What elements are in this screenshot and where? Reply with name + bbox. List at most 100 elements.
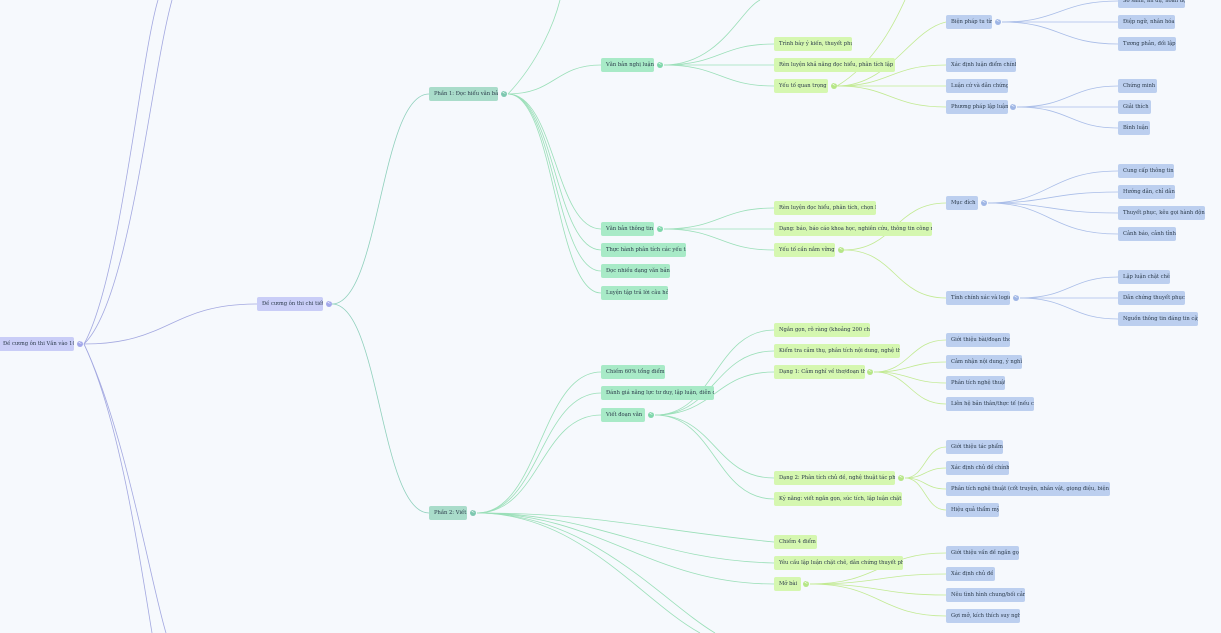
node-detail-outline[interactable]: Đề cương ôn thi chi tiết: [257, 297, 323, 311]
collapse-toggle-icon[interactable]: <: [657, 226, 663, 232]
node-nl-xac-dinh[interactable]: Xác định luận điểm chính: [946, 58, 1016, 72]
link: [476, 512, 775, 585]
node-bp-diep-ngu[interactable]: Điệp ngữ, nhân hóa: [1118, 15, 1175, 29]
node-nl-ren-luyen[interactable]: Rèn luyện khả năng đọc hiểu, phân tích l…: [774, 58, 895, 72]
collapse-toggle-icon[interactable]: <: [838, 247, 844, 253]
node-mb-xac-dinh[interactable]: Xác định chủ đề: [946, 567, 995, 581]
link: [873, 361, 947, 373]
node-md-thuyet-phuc[interactable]: Thuyết phục, kêu gọi hành động: [1118, 206, 1205, 220]
link: [654, 350, 775, 416]
link: [809, 573, 947, 585]
collapse-toggle-icon[interactable]: <: [1010, 104, 1016, 110]
node-vd-dang2[interactable]: Dạng 2: Phân tích chủ đề, nghệ thuật tác…: [774, 471, 895, 485]
collapse-toggle-icon[interactable]: <: [1013, 295, 1019, 301]
link: [331, 93, 430, 305]
node-tt-yeu-to[interactable]: Yếu tố cần nắm vững: [774, 243, 835, 257]
node-md-cung-cap[interactable]: Cung cấp thông tin: [1118, 164, 1174, 178]
node-p1-doc-nhieu[interactable]: Đọc nhiều dạng văn bản: [601, 264, 670, 278]
node-tt-tinh-chinh-xac[interactable]: Tính chính xác và logic: [946, 291, 1010, 305]
node-p1-thong-tin[interactable]: Văn bản thông tin: [601, 222, 654, 236]
collapse-toggle-icon[interactable]: <: [501, 91, 507, 97]
root-node[interactable]: Đề cương ôn thi Văn vào 10: [0, 337, 74, 351]
link: [1016, 85, 1119, 108]
node-nl-phuong-phap[interactable]: Phương pháp lập luận: [946, 100, 1008, 114]
node-p2-danh-gia[interactable]: Đánh giá năng lực tư duy, lập luận, diễn…: [601, 386, 714, 400]
node-part1[interactable]: Phần 1: Đọc hiểu văn bản: [429, 87, 498, 101]
node-nl-trinh-bay[interactable]: Trình bày ý kiến, thuyết phục: [774, 37, 852, 51]
node-bp-so-sanh[interactable]: So sánh, ẩn dụ, hoán dụ: [1118, 0, 1185, 8]
node-p1-nghi-luan[interactable]: Văn bản nghị luận: [601, 58, 654, 72]
collapse-toggle-icon[interactable]: <: [77, 341, 83, 347]
collapse-toggle-icon[interactable]: <: [803, 581, 809, 587]
link: [476, 414, 602, 514]
node-tt-ren-luyen[interactable]: Rèn luyện đọc hiểu, phân tích, chọn lọc: [774, 201, 876, 215]
link: [663, 228, 775, 251]
link: [507, 93, 602, 230]
node-md-huong-dan[interactable]: Hướng dẫn, chỉ dẫn: [1118, 185, 1175, 199]
link: [507, 0, 561, 95]
link: [83, 0, 159, 345]
node-tt-dang[interactable]: Dạng: báo, báo cáo khoa học, nghiên cứu,…: [774, 222, 932, 236]
node-vd-ky-nang[interactable]: Kỹ năng: viết ngắn gọn, súc tích, lập lu…: [774, 492, 902, 506]
node-d2-phan-tich[interactable]: Phân tích nghệ thuật (cốt truyện, nhân v…: [946, 482, 1110, 496]
node-mb-gioi-thieu[interactable]: Giới thiệu vấn đề ngắn gọn: [946, 546, 1019, 560]
node-nl-bien-phap[interactable]: Biện pháp tu từ: [946, 15, 992, 29]
node-bp-tuong-phan[interactable]: Tương phản, đối lập: [1118, 37, 1176, 51]
node-md-canh-bao[interactable]: Cảnh báo, cảnh tỉnh: [1118, 227, 1176, 241]
node-d1-cam-nhan[interactable]: Cảm nhận nội dung, ý nghĩa: [946, 355, 1022, 369]
link: [507, 93, 602, 294]
link: [654, 414, 775, 479]
node-cx-dan-chung[interactable]: Dẫn chứng thuyết phục: [1118, 291, 1185, 305]
collapse-toggle-icon[interactable]: <: [326, 301, 332, 307]
node-vd-dang1[interactable]: Dạng 1: Cảm nghĩ về thơ/đoạn thơ: [774, 365, 865, 379]
node-vd-ngan-gon[interactable]: Ngắn gọn, rõ ràng (khoảng 200 chữ): [774, 323, 870, 337]
collapse-toggle-icon[interactable]: <: [995, 19, 1001, 25]
link: [904, 446, 947, 479]
node-p1-thuc-hanh[interactable]: Thực hành phân tích các yếu tố: [601, 243, 686, 257]
collapse-toggle-icon[interactable]: <: [867, 369, 873, 375]
link: [663, 207, 775, 230]
node-d1-lien-he[interactable]: Liên hệ bản thân/thực tế (nếu có): [946, 397, 1034, 411]
link: [873, 371, 947, 405]
node-d2-hieu-qua[interactable]: Hiệu quả thẩm mỹ: [946, 503, 999, 517]
node-d2-gioi-thieu[interactable]: Giới thiệu tác phẩm: [946, 440, 1003, 454]
node-d2-xac-dinh[interactable]: Xác định chủ đề chính: [946, 461, 1009, 475]
link: [904, 477, 947, 511]
node-d1-phan-tich[interactable]: Phân tích nghệ thuật: [946, 376, 1005, 390]
node-cx-nguon[interactable]: Nguồn thông tin đáng tin cậy: [1118, 312, 1198, 326]
collapse-toggle-icon[interactable]: <: [470, 510, 476, 516]
node-cx-lap-luan[interactable]: Lập luận chặt chẽ: [1118, 270, 1170, 284]
node-p1-luyen-tap[interactable]: Luyện tập trả lời câu hỏi: [601, 286, 668, 300]
link: [663, 64, 775, 87]
node-nl-luan-cu[interactable]: Luận cứ và dẫn chứng: [946, 79, 1008, 93]
node-p2-chiem[interactable]: Chiếm 60% tổng điểm: [601, 365, 665, 379]
collapse-toggle-icon[interactable]: <: [898, 475, 904, 481]
collapse-toggle-icon[interactable]: <: [657, 62, 663, 68]
node-vd-kiem-tra[interactable]: Kiểm tra cảm thụ, phân tích nội dung, ng…: [774, 344, 900, 358]
node-nl-yeu-to[interactable]: Yếu tố quan trọng: [774, 79, 828, 93]
link: [83, 343, 153, 633]
link: [873, 339, 947, 373]
node-pp-giai-thich[interactable]: Giải thích: [1118, 100, 1151, 114]
collapse-toggle-icon[interactable]: <: [648, 412, 654, 418]
link: [1019, 276, 1119, 299]
node-nx-mo-bai[interactable]: Mở bài: [774, 577, 801, 591]
link: [476, 512, 775, 543]
node-mb-neu-tinh-hinh[interactable]: Nêu tình hình chung/bối cảnh: [946, 588, 1025, 602]
link: [654, 329, 775, 416]
node-part2[interactable]: Phần 2: Viết: [429, 506, 467, 520]
node-nx-yeu-cau[interactable]: Yêu cầu lập luận chặt chẽ, dẫn chứng thu…: [774, 556, 903, 570]
node-pp-binh-luan[interactable]: Bình luận: [1118, 121, 1150, 135]
node-d1-gioi-thieu[interactable]: Giới thiệu bài/đoạn thơ: [946, 333, 1010, 347]
link: [987, 202, 1119, 235]
node-nx-chiem[interactable]: Chiếm 4 điểm: [774, 535, 817, 549]
node-pp-chung-minh[interactable]: Chứng minh: [1118, 79, 1157, 93]
collapse-toggle-icon[interactable]: <: [831, 83, 837, 89]
link: [476, 512, 716, 633]
node-tt-muc-dich[interactable]: Mục đích: [946, 196, 978, 210]
node-mb-gui-moi[interactable]: Gợi mở, kích thích suy nghĩ: [946, 609, 1020, 623]
link: [1001, 0, 1119, 23]
link: [476, 512, 701, 633]
node-p2-viet-doan[interactable]: Viết đoạn văn: [601, 408, 645, 422]
collapse-toggle-icon[interactable]: <: [981, 200, 987, 206]
